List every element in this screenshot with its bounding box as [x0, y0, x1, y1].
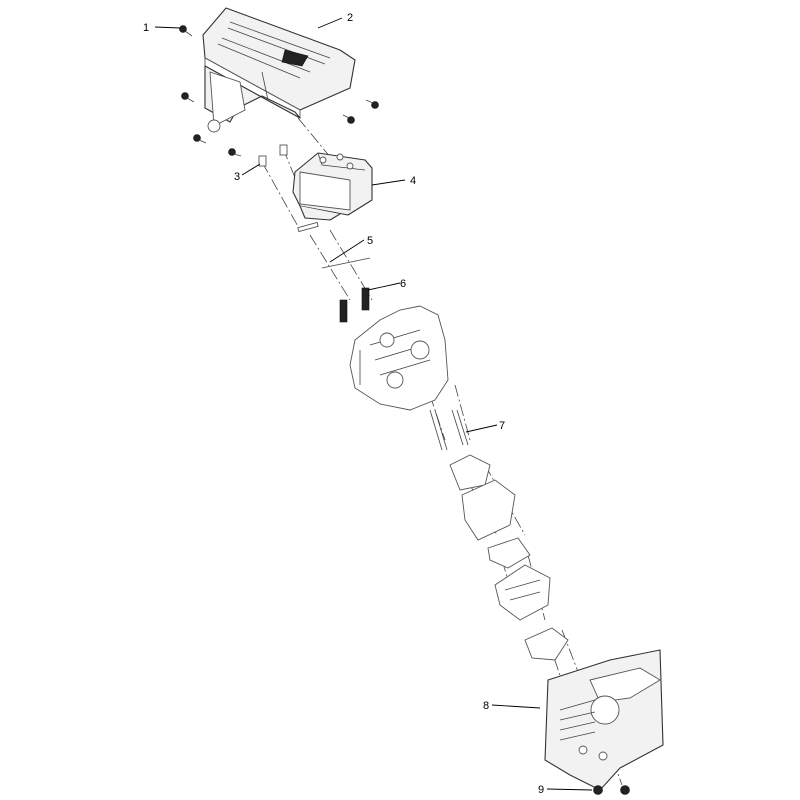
callout-9: 9 [538, 784, 544, 796]
gasket-5 [321, 257, 371, 269]
engine-head [349, 305, 449, 411]
studs-6 [339, 287, 370, 323]
intake-stack [449, 454, 569, 661]
callout-2: 2 [347, 12, 353, 24]
screw-1c [193, 134, 207, 144]
side-guard [544, 649, 664, 791]
screw-1a [179, 25, 193, 37]
callout-6: 6 [400, 278, 406, 290]
callout-4: 4 [410, 175, 416, 187]
long-studs-7 [429, 409, 469, 451]
spacer-pair-3 [258, 144, 288, 167]
screw-1e [342, 114, 355, 124]
screw-1f [365, 99, 379, 109]
screw-1d [228, 148, 242, 157]
shroud-cover [202, 7, 356, 133]
callout-8: 8 [483, 700, 489, 712]
callout-3: 3 [234, 171, 240, 183]
callout-5: 5 [367, 235, 373, 247]
screw-group-1 [179, 25, 379, 157]
callout-7: 7 [499, 420, 505, 432]
callout-labels: 1 2 3 4 5 6 7 8 9 [143, 12, 544, 796]
muffler [292, 152, 373, 233]
nuts-9 [593, 785, 630, 795]
callout-1: 1 [143, 22, 149, 34]
leader-lines [154, 17, 593, 791]
screw-1b [181, 92, 195, 103]
